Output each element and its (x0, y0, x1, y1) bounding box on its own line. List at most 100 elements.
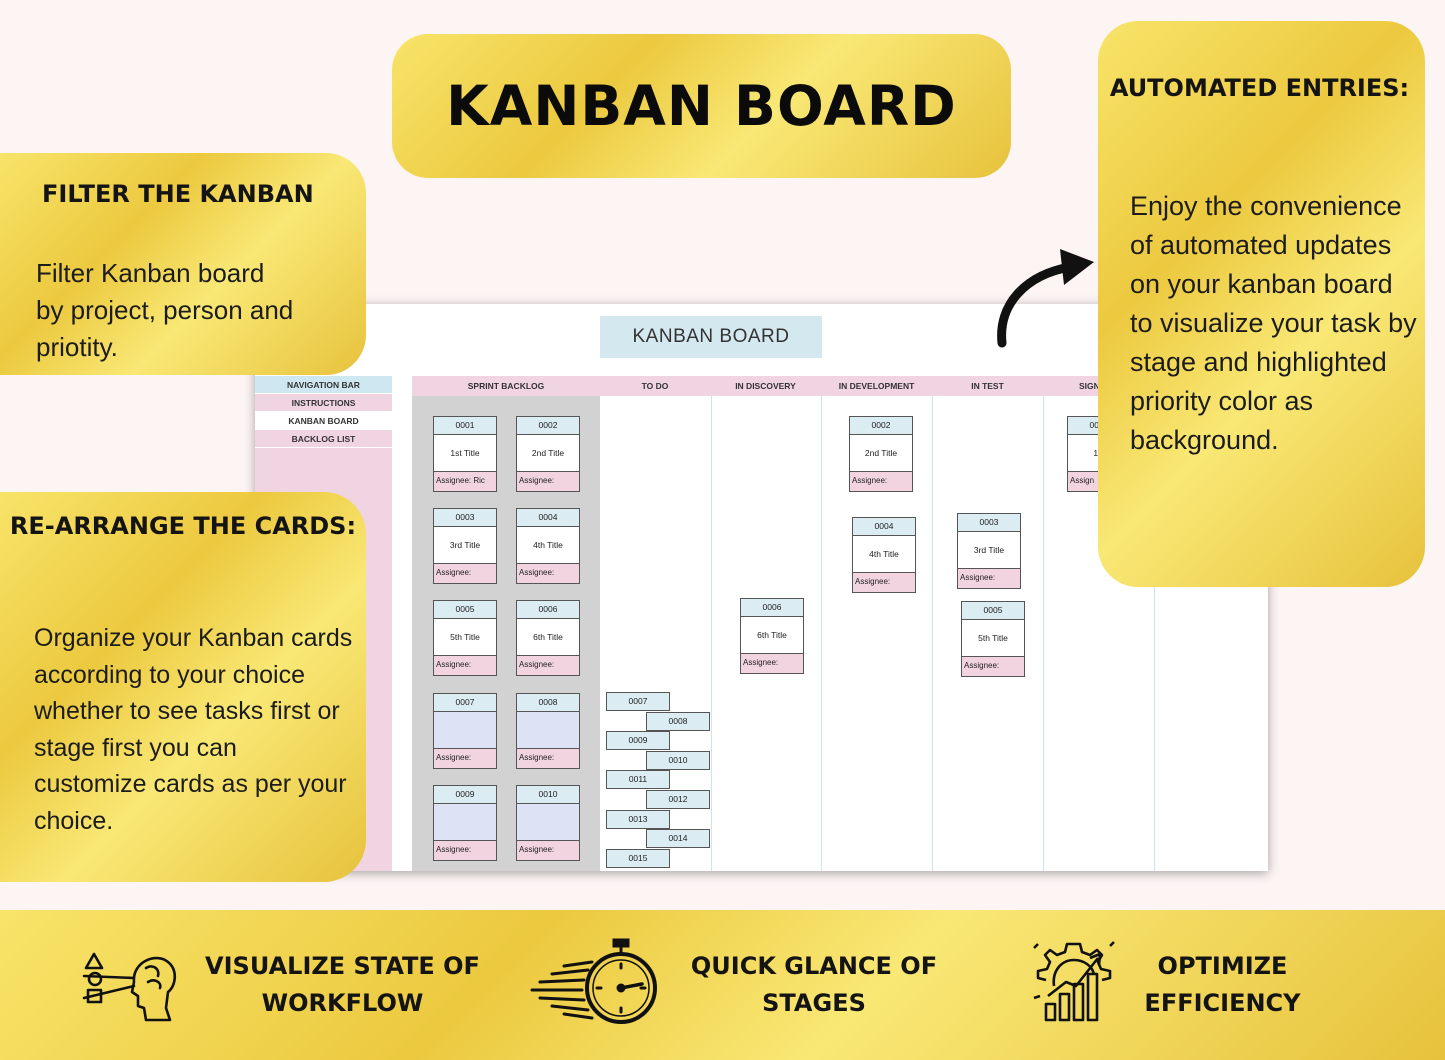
card-assignee: Assignee: (853, 572, 915, 592)
feature-visualize: VISUALIZE STATE OF WORKFLOW (195, 910, 490, 1060)
filter-text: Filter Kanban board by project, person a… (36, 258, 294, 362)
card-id: 0010 (517, 786, 579, 804)
card-id: 0004 (853, 518, 915, 536)
curved-arrow-icon (997, 249, 1094, 348)
card-assignee: Assignee: (434, 563, 496, 583)
filter-callout: FILTER THE KANBAN Filter Kanban board by… (0, 153, 366, 375)
automated-callout: AUTOMATED ENTRIES: Enjoy the convenience… (1098, 21, 1425, 587)
nav-item-kanban-board[interactable]: KANBAN BOARD (255, 412, 392, 430)
todo-stacked-card[interactable]: 0015 (606, 848, 670, 868)
feature-label-glance: QUICK GLANCE OF STAGES (690, 952, 938, 1017)
brain-vision-icon (82, 948, 180, 1031)
todo-stacked-card[interactable]: 0010 (646, 750, 710, 770)
gear-growth-chart-icon (1032, 938, 1116, 1031)
card-assignee: Assignee: (958, 568, 1020, 588)
card-assignee: Assignee: (517, 471, 579, 491)
card-title (434, 804, 496, 840)
todo-stacked-card[interactable]: 0007 (606, 692, 670, 711)
card-id: 0003 (434, 509, 496, 527)
column-header-in-development: IN DEVELOPMENT (838, 381, 915, 391)
column-header-in-test: IN TEST (971, 381, 1004, 391)
column-header-to-do: TO DO (641, 381, 669, 391)
card-title (434, 712, 496, 748)
todo-stacked-card[interactable]: 0014 (646, 829, 710, 849)
column-header-sign: SIGN (1079, 381, 1100, 391)
card-id: 0004 (517, 509, 579, 527)
feature-glance: QUICK GLANCE OF STAGES (675, 910, 953, 1060)
card-id: 0001 (434, 417, 496, 435)
card-title: 4th Title (533, 540, 563, 550)
stopwatch-icon (530, 938, 665, 1033)
card-assignee: Assignee: (434, 655, 496, 675)
title-banner: KANBAN BOARD (392, 34, 1011, 178)
nav-header: NAVIGATION BAR (255, 376, 392, 394)
card-title: 2nd Title (531, 448, 565, 458)
card-title (517, 804, 579, 840)
todo-stacked-card[interactable]: 0011 (606, 770, 670, 790)
automated-heading: AUTOMATED ENTRIES: (1109, 74, 1410, 102)
todo-stacked-card[interactable]: 0012 (646, 790, 710, 809)
card-title: 2nd Title (864, 448, 898, 458)
card-title: 3rd Title (449, 540, 481, 550)
card-id: 0005 (962, 602, 1024, 620)
sheet-title: KANBAN BOARD (600, 316, 822, 358)
card-title: 4th Title (869, 549, 899, 559)
automated-text: Enjoy the convenience of automated updat… (1130, 191, 1417, 455)
feature-label-optimize: OPTIMIZE EFFICIENCY (1144, 952, 1301, 1017)
card-assignee: Assignee: (517, 840, 579, 860)
nav-item-instructions[interactable]: INSTRUCTIONS (255, 394, 392, 412)
rearrange-text: Organize your Kanban cards according to … (34, 624, 353, 835)
card-id: 0008 (517, 694, 579, 712)
card-assignee: Assignee: (850, 471, 912, 491)
column-header-in-discovery: IN DISCOVERY (735, 381, 796, 391)
card-assignee: Assignee: (517, 748, 579, 768)
rearrange-heading: RE-ARRANGE THE CARDS: (9, 512, 357, 540)
card-id: 0005 (434, 601, 496, 619)
card-assignee: Assignee: (741, 653, 803, 673)
card-id: 0006 (741, 599, 803, 617)
card-title: 5th Title (450, 632, 480, 642)
card-id: 0009 (434, 786, 496, 804)
column-header-sprint-backlog: SPRINT BACKLOG (467, 381, 545, 391)
todo-stacked-card[interactable]: 0009 (606, 731, 670, 751)
column-headers: SPRINT BACKLOG TO DO IN DISCOVERY IN DEV… (412, 376, 1268, 396)
card-id: 0002 (850, 417, 912, 435)
card-title: 3rd Title (973, 545, 1005, 555)
filter-heading: FILTER THE KANBAN (42, 180, 314, 208)
card-assignee: Assignee: (517, 655, 579, 675)
card-title: 1st Title (450, 448, 480, 458)
card-assignee: Assignee: (517, 563, 579, 583)
page-title: KANBAN BOARD (446, 74, 957, 138)
todo-stacked-card[interactable]: 0008 (646, 711, 710, 731)
card-id: 0006 (517, 601, 579, 619)
card-title: 6th Title (533, 632, 563, 642)
card-assignee: Assignee: (434, 840, 496, 860)
card-assignee: Assignee: Ric (434, 471, 496, 491)
card-id: 0007 (434, 694, 496, 712)
card-title (517, 712, 579, 748)
rearrange-callout: RE-ARRANGE THE CARDS: Organize your Kanb… (0, 492, 366, 882)
card-id: 0002 (517, 417, 579, 435)
feature-footer: VISUALIZE STATE OF WORKFLOW QUICK GLANCE… (0, 910, 1445, 1060)
nav-item-backlog-list[interactable]: BACKLOG LIST (255, 430, 392, 448)
card-assignee: Assignee: (434, 748, 496, 768)
card-title: 6th Title (757, 630, 787, 640)
feature-label-visualize: VISUALIZE STATE OF WORKFLOW (205, 952, 480, 1017)
todo-stacked-card[interactable]: 0013 (606, 809, 670, 829)
card-id: 0003 (958, 514, 1020, 532)
